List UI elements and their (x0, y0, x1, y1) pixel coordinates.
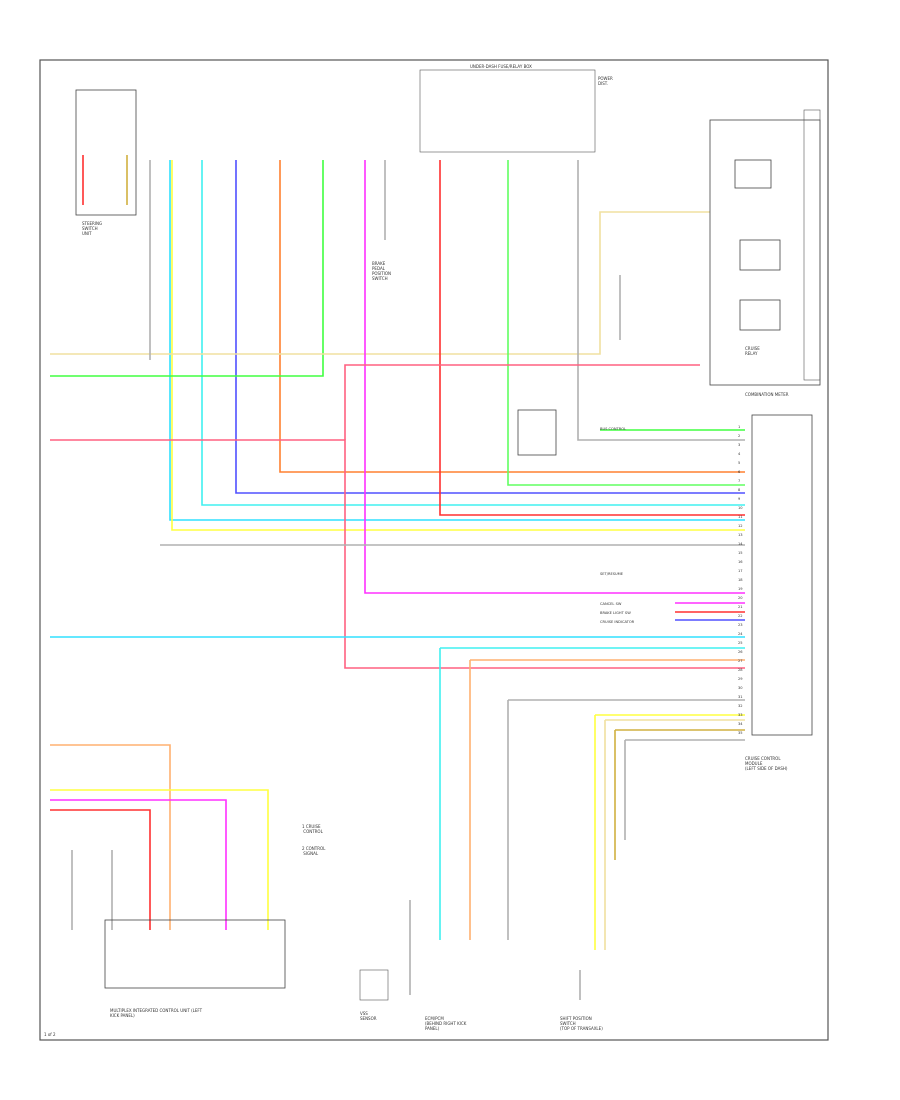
wire-olive-19 (614, 729, 745, 860)
pin-label: 10 (738, 506, 743, 510)
wire-cyan-0 (169, 160, 745, 521)
legend-1: 1 CRUISE CONTROL (302, 824, 324, 834)
relay-coil (739, 239, 781, 271)
wire-pink-11 (50, 439, 745, 669)
wire-tan-6 (50, 211, 710, 355)
wire-magenta-7 (364, 160, 745, 594)
pin-label: 13 (738, 533, 743, 537)
pin-label: 24 (738, 632, 743, 636)
wire-gray-20 (624, 739, 745, 840)
pin-label: 3 (738, 443, 740, 447)
pin-label: 22 (738, 614, 743, 618)
side-label: SET/RESUME (600, 572, 624, 576)
right-edge-connector (803, 109, 821, 381)
wire-magenta-27 (50, 799, 227, 930)
pin-label: 23 (738, 623, 743, 627)
pin-label: 5 (738, 461, 740, 465)
steering-switch-block (75, 89, 137, 216)
wire-lime-9 (507, 160, 745, 486)
control-module-top-label: COMBINATION METER (745, 392, 789, 397)
pin-label: 8 (738, 488, 741, 492)
pin-label: 18 (738, 578, 743, 582)
pin-label: 21 (738, 605, 743, 609)
pin-label: 28 (738, 668, 743, 672)
pin-label: 32 (738, 704, 743, 708)
wire-aqua-2 (201, 160, 745, 506)
wire-red-28 (50, 809, 151, 930)
control-module-block (751, 414, 813, 736)
pin-label: 35 (738, 731, 743, 735)
wire-salmon-15 (469, 659, 745, 940)
pin-label: 29 (738, 677, 743, 681)
side-label: CANCEL SW (600, 602, 622, 606)
pin-label: 1 (738, 425, 740, 429)
vss-block (359, 969, 389, 1001)
wire-layer (50, 155, 745, 1000)
legend-2: 2 CONTROL SIGNAL (302, 846, 326, 856)
pin-label: 14 (738, 542, 743, 546)
pin-label: 2 (738, 434, 740, 438)
pin-label: 33 (738, 713, 743, 717)
top-center-label: UNDER-DASH FUSE/RELAY BOX (470, 64, 532, 69)
pin-label: 34 (738, 722, 743, 726)
pin-label: 27 (738, 659, 743, 663)
wire-red-8 (439, 160, 745, 516)
pin-label: 20 (738, 596, 743, 600)
side-label: BRAKE LIGHT SW (600, 611, 631, 615)
wire-aqua-14 (439, 647, 745, 940)
pin-label: 9 (738, 497, 741, 501)
top-center-box (419, 69, 596, 153)
relay-switch (739, 299, 781, 331)
wire-salmon-25 (50, 744, 171, 930)
wire-gray-10 (577, 160, 745, 441)
pin-label: 19 (738, 587, 743, 591)
pin-label: 12 (738, 524, 743, 528)
side-label: BUS CONTROL (600, 427, 626, 431)
diagram-frame (39, 59, 829, 1041)
wire-yellow-1 (171, 160, 745, 531)
wire-yellow-26 (50, 789, 269, 930)
pin-label: 16 (738, 560, 743, 564)
pin-label: 17 (738, 569, 743, 573)
relay-box-fuse (734, 159, 772, 189)
side-label: CRUISE INDICATOR (600, 620, 635, 624)
wire-green-5 (50, 160, 324, 377)
pin-label: 15 (738, 551, 743, 555)
side-labels: BUS CONTROL SET/RESUME CANCEL SW BRAKE LIGH… (600, 427, 635, 624)
pin-label: 11 (738, 515, 743, 519)
pin-labels: 1234567891011121314151617181920212223242… (738, 425, 743, 735)
wire-yellow-17 (594, 714, 745, 950)
wire-tan-18 (604, 719, 745, 950)
wire-orange-4 (279, 160, 745, 473)
pin-label: 30 (738, 686, 743, 690)
wire-gray-16 (507, 699, 745, 940)
footer-code: 1 of 2 (44, 1032, 56, 1037)
pin-label: 31 (738, 695, 743, 699)
connector-block (517, 409, 557, 456)
pin-label: 25 (738, 641, 743, 645)
pin-label: 6 (738, 470, 741, 474)
pin-label: 7 (738, 479, 740, 483)
pin-label: 26 (738, 650, 743, 654)
pin-label: 4 (738, 452, 741, 456)
wire-blue-3 (235, 160, 745, 494)
bottom-left-module-block (104, 919, 286, 989)
wire-pink-12 (344, 364, 700, 440)
